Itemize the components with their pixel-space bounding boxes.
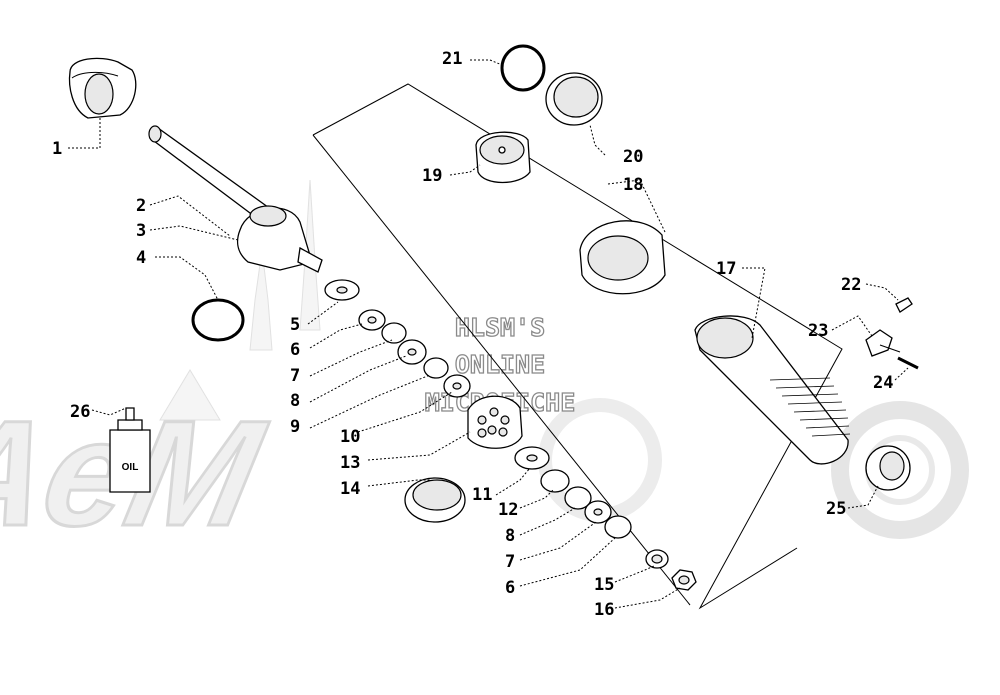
callout-16: 16 bbox=[594, 600, 614, 620]
leader-lines bbox=[68, 59, 909, 609]
callout-25: 25 bbox=[826, 499, 846, 519]
part-23-valve bbox=[865, 329, 901, 357]
part-3-body bbox=[236, 205, 323, 273]
callout-10: 10 bbox=[340, 427, 360, 447]
callout-4: 4 bbox=[136, 248, 146, 268]
watermark-line-2: ONLINE bbox=[455, 350, 545, 379]
part-13-piston bbox=[467, 395, 523, 449]
part-16-nut bbox=[671, 569, 697, 591]
callout-3: 3 bbox=[136, 221, 146, 241]
callout-14: 14 bbox=[340, 479, 360, 499]
part-4-o-ring bbox=[191, 298, 245, 342]
part-14-band bbox=[404, 477, 466, 523]
part-6-washer-lower bbox=[604, 515, 632, 539]
callout-21: 21 bbox=[442, 49, 462, 69]
callout-5: 5 bbox=[290, 315, 300, 335]
assembly-bracket bbox=[312, 83, 843, 610]
callout-23: 23 bbox=[808, 321, 828, 341]
callout-12: 12 bbox=[498, 500, 518, 520]
part-21-o-ring bbox=[500, 44, 546, 92]
part-7-washer bbox=[381, 322, 407, 344]
callout-6: 6 bbox=[290, 340, 300, 360]
part-15-washer bbox=[645, 549, 669, 569]
callout-8: 8 bbox=[290, 391, 300, 411]
washer-stack-lower bbox=[514, 446, 632, 539]
callout-1: 1 bbox=[52, 139, 62, 159]
callout-19: 19 bbox=[422, 166, 442, 186]
callout-8-lower: 8 bbox=[505, 526, 515, 546]
part-20-ring bbox=[545, 72, 603, 126]
site-watermark: HLSM'S ONLINE MICROFICHE bbox=[424, 312, 576, 417]
assembly-bracket-lower bbox=[312, 134, 691, 606]
watermark-line-1: HLSM'S bbox=[455, 313, 545, 342]
callout-17: 17 bbox=[716, 259, 736, 279]
part-8-washer-lower bbox=[564, 486, 592, 510]
oil-label: OIL bbox=[122, 462, 139, 473]
part-1-eyelet bbox=[68, 57, 137, 119]
callout-6-lower: 6 bbox=[505, 578, 515, 598]
part-9-washer bbox=[423, 357, 449, 379]
callout-2: 2 bbox=[136, 196, 146, 216]
callout-7-lower: 7 bbox=[505, 552, 515, 572]
callout-26: 26 bbox=[70, 402, 90, 422]
callout-11: 11 bbox=[472, 485, 492, 505]
part-18-spring-seat bbox=[579, 220, 666, 295]
part-19-cap bbox=[475, 131, 531, 184]
callout-7: 7 bbox=[290, 366, 300, 386]
callout-13: 13 bbox=[340, 453, 360, 473]
part-12-washer bbox=[540, 469, 570, 493]
callout-20: 20 bbox=[623, 147, 643, 167]
part-24-pin bbox=[897, 356, 919, 370]
callout-labels: 1 2 3 4 5 6 7 8 9 10 13 14 11 12 8 7 6 1… bbox=[52, 49, 893, 620]
part-2-shaft bbox=[148, 125, 273, 223]
washer-stack-upper bbox=[324, 279, 471, 398]
callout-22: 22 bbox=[841, 275, 861, 295]
part-22-screw bbox=[895, 297, 913, 313]
callout-24: 24 bbox=[873, 373, 893, 393]
part-26-oil-bottle: OIL bbox=[109, 407, 151, 493]
part-25-end-cap bbox=[865, 445, 911, 491]
callout-18: 18 bbox=[623, 175, 643, 195]
callout-15: 15 bbox=[594, 575, 614, 595]
callout-9: 9 bbox=[290, 417, 300, 437]
part-17-reservoir bbox=[694, 315, 851, 465]
